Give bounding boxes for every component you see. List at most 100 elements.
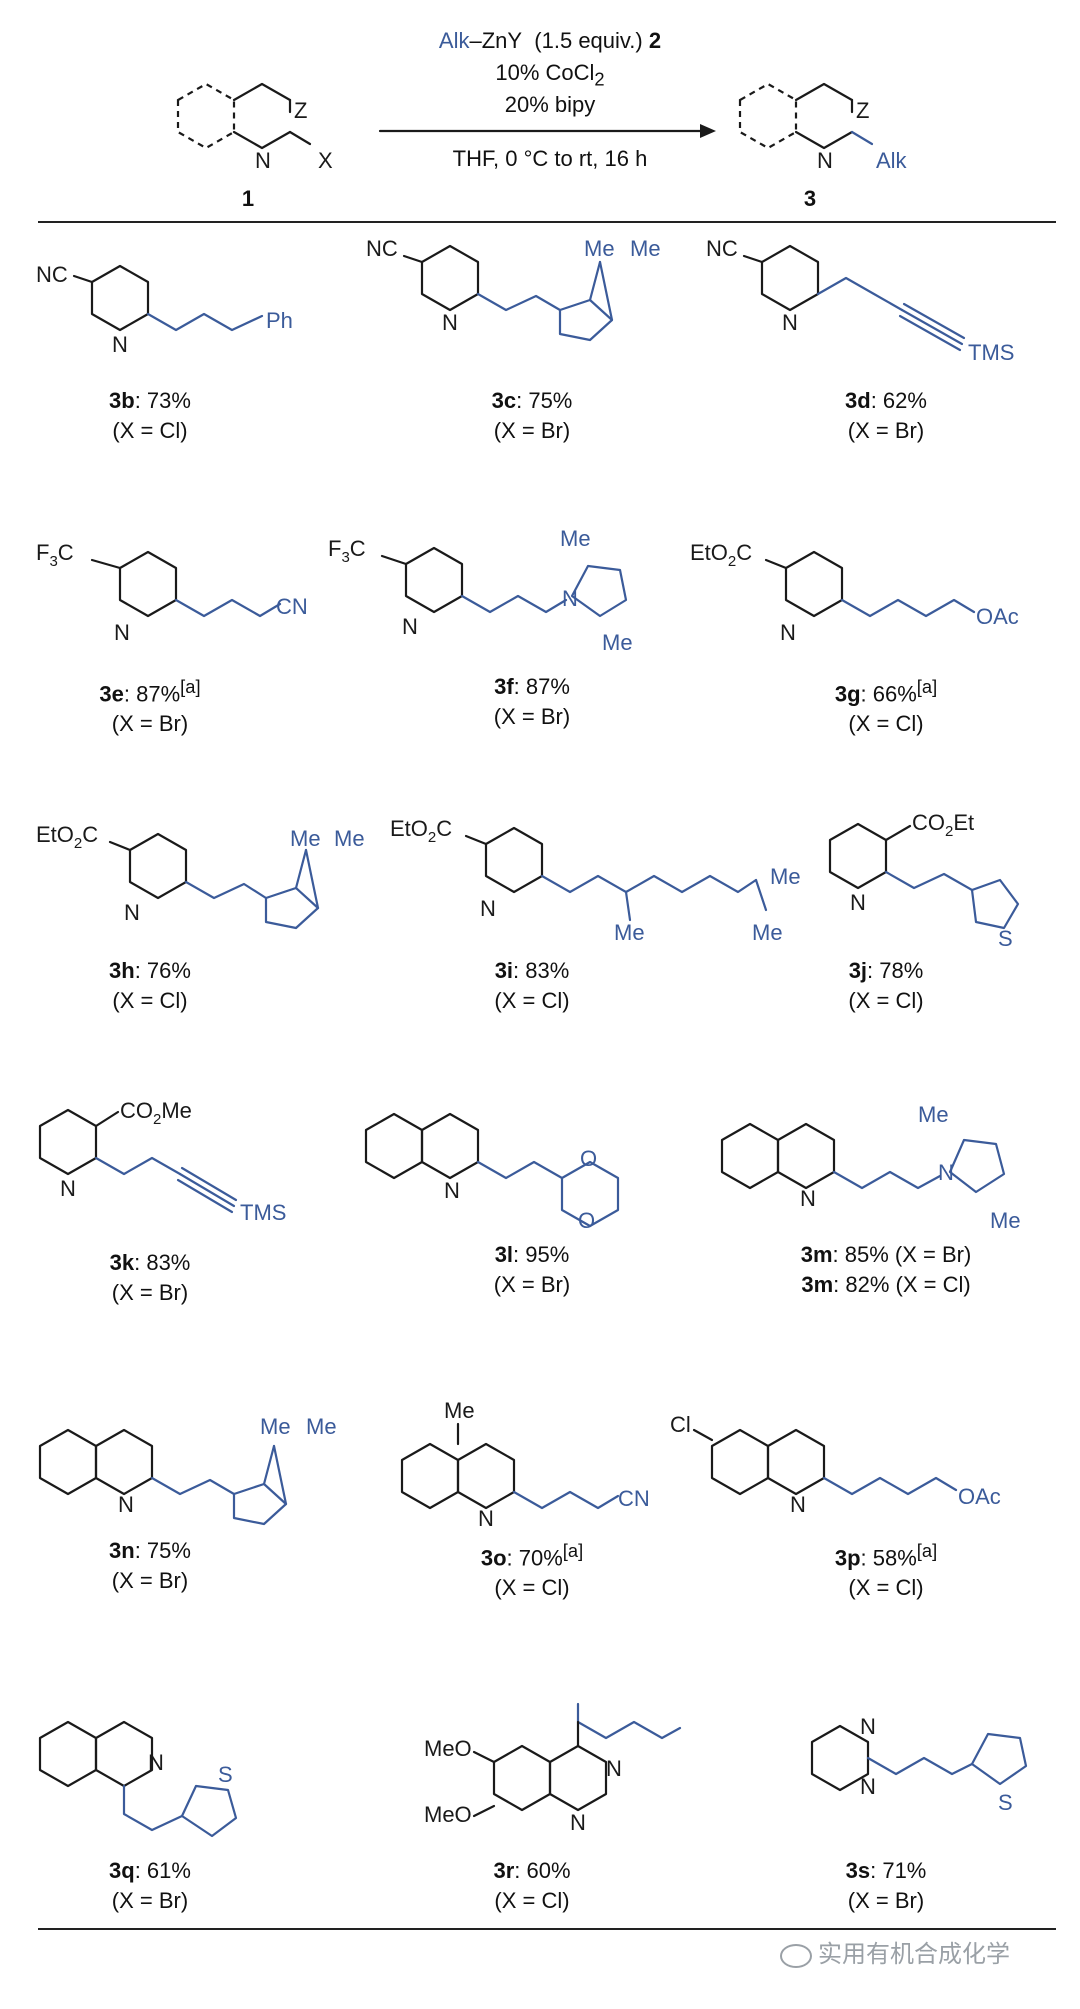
svg-text:EtO2C: EtO2C	[390, 816, 452, 846]
group-co2et-tail: Et	[953, 810, 974, 835]
caption-text: (X = Cl)	[494, 1575, 570, 1601]
structure-3s: N N S	[810, 1714, 1028, 1815]
group-f3c: F	[36, 540, 49, 565]
structure-3d: NC N TMS	[706, 236, 1014, 365]
caption-text: : 76%	[134, 958, 191, 983]
caption-text: (X = Cl)	[494, 1888, 570, 1913]
caption-text: [a]	[562, 1540, 584, 1561]
caption-text: 3b	[109, 388, 135, 413]
atom-n: N	[118, 1492, 134, 1517]
caption-3n: 3n: 75% (X = Br)	[0, 1536, 300, 1596]
caption-3r: 3r: 60% (X = Cl)	[382, 1856, 682, 1916]
caption-text: : 73%	[134, 388, 191, 413]
caption-text: (X = Br)	[493, 704, 571, 729]
atom-n: N	[444, 1178, 460, 1203]
caption-text: : 85% (X = Br)	[832, 1242, 972, 1267]
caption-text: (X = Br)	[111, 1568, 189, 1593]
group-co2me-tail: Me	[161, 1098, 192, 1123]
caption-text: (X = Cl)	[112, 988, 188, 1013]
structure-3o: Me N CN	[400, 1398, 650, 1531]
svg-text:CO2Et: CO2Et	[912, 810, 974, 840]
group-me: Me	[444, 1398, 475, 1423]
caption-text: 3g	[834, 681, 861, 707]
catalyst-line: 10% CoCl2	[390, 58, 710, 94]
structure-3b: NC N Ph	[36, 262, 293, 357]
structure-3c: NC N Me Me	[366, 236, 661, 342]
group-me: Me	[260, 1414, 291, 1439]
atom-s: S	[998, 926, 1013, 951]
footer-divider	[38, 1928, 1056, 1930]
caption-text: 3r	[493, 1858, 515, 1883]
caption-text: [a]	[916, 676, 938, 697]
header-divider	[38, 221, 1056, 223]
caption-text: 3n	[109, 1538, 135, 1563]
structure-3j: N CO2Et S	[828, 810, 1020, 951]
group-cn: CN	[276, 594, 308, 619]
group-co2et: CO	[912, 810, 945, 835]
group-eto2c-sub: 2	[728, 553, 736, 570]
group-co2me-sub: 2	[153, 1111, 161, 1128]
caption-3o: 3o: 70%[a](X = Cl)	[382, 1536, 682, 1603]
caption-text: : 83%	[134, 1250, 191, 1275]
caption-text: (X = Br)	[111, 711, 189, 737]
group-eto2c-tail: C	[436, 816, 452, 841]
caption-text: 3e	[99, 681, 124, 707]
atom-n: N	[782, 310, 798, 335]
group-me: Me	[602, 630, 633, 655]
atom-n: N	[148, 1750, 164, 1775]
caption-text: 3m	[800, 1242, 833, 1267]
structure-3: Z N Alk	[738, 82, 908, 173]
arrow-head	[700, 124, 716, 138]
atom-n: N	[480, 896, 496, 921]
atom-n: N	[114, 620, 130, 645]
atom-n: N	[124, 900, 140, 925]
caption-text: : 75%	[134, 1538, 191, 1563]
caption-text: : 61%	[134, 1858, 191, 1883]
caption-3e: 3e: 87%[a](X = Br)	[0, 672, 300, 739]
atom-z-3: Z	[856, 98, 869, 123]
group-f3c-tail: C	[58, 540, 74, 565]
atom-n: N	[860, 1714, 876, 1739]
group-tms: TMS	[240, 1200, 286, 1225]
caption-3k: 3k: 83% (X = Br)	[0, 1248, 300, 1308]
group-f3c: F	[328, 536, 341, 561]
svg-text:EtO2C: EtO2C	[36, 822, 98, 852]
caption-text: : 83%	[513, 958, 570, 983]
group-me: Me	[614, 920, 645, 945]
wechat-icon	[780, 1943, 812, 1968]
group-me: Me	[770, 864, 801, 889]
structure-3p: Cl N OAc	[670, 1412, 1001, 1517]
atom-n-pyrrole: N	[938, 1160, 954, 1185]
structure-3f: F3C N N Me Me	[328, 526, 633, 655]
atom-n: N	[790, 1492, 806, 1517]
caption-3c: 3c: 75%(X = Br)	[382, 386, 682, 446]
caption-3m: 3m: 85% (X = Br)3m: 82% (X = Cl)	[736, 1240, 1036, 1300]
group-me: Me	[560, 526, 591, 551]
atom-n-pyrrole: N	[562, 586, 578, 611]
group-me: Me	[752, 920, 783, 945]
caption-3p: 3p: 58%[a](X = Cl)	[736, 1536, 1036, 1603]
caption-3l: 3l: 95%(X = Br)	[382, 1240, 682, 1300]
caption-text: : 60%	[514, 1858, 571, 1883]
svg-text:F3C: F3C	[328, 536, 366, 566]
group-meo: MeO	[424, 1736, 472, 1761]
caption-text: (X = Cl)	[848, 1575, 924, 1601]
caption-text: 3j	[848, 958, 868, 983]
caption-text: 3c	[491, 388, 517, 413]
structure-1: Z N X	[176, 82, 333, 173]
structure-3r: MeO MeO N N	[424, 1702, 682, 1835]
atom-cl: Cl	[670, 1412, 691, 1437]
atom-n: N	[112, 332, 128, 357]
caption-3q: 3q: 61%(X = Br)	[0, 1856, 300, 1916]
caption-3f: 3f: 87%(X = Br)	[382, 672, 682, 732]
atom-n: N	[478, 1506, 494, 1531]
group-cn: CN	[618, 1486, 650, 1511]
caption-text: (X = Br)	[493, 418, 571, 443]
caption-text: (X = Br)	[111, 1280, 189, 1305]
caption-text: (X = Cl)	[848, 988, 924, 1013]
caption-3i: 3i: 83%(X = Cl)	[382, 956, 682, 1016]
svg-text:F3C: F3C	[36, 540, 74, 570]
caption-3b: 3b: 73%(X = Cl)	[0, 386, 300, 446]
caption-text: : 95%	[513, 1242, 570, 1267]
caption-text: 3k	[109, 1250, 135, 1275]
